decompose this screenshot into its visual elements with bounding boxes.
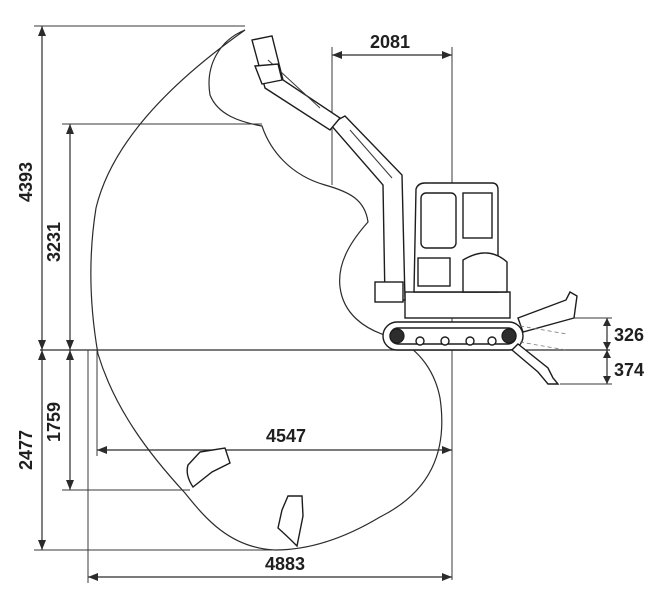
dozer-blade xyxy=(510,291,578,385)
max-dump-height-label: 3231 xyxy=(44,222,64,262)
max-dig-depth-label: 2477 xyxy=(16,430,36,470)
working-range-envelope xyxy=(90,29,443,551)
vertical-wall-depth-label: 1759 xyxy=(44,402,64,442)
blade-drop-label: 374 xyxy=(614,360,644,380)
excavator-illustration xyxy=(186,35,578,548)
bucket-top-icon xyxy=(254,63,283,85)
bucket-mid-icon xyxy=(186,447,231,489)
cab xyxy=(404,182,511,319)
blade-lift-dimension: 326 xyxy=(568,317,644,350)
dig-reach-at-ground-label: 4547 xyxy=(266,426,306,446)
blade-drop-dimension: 374 xyxy=(560,350,644,385)
tail-radius-label: 2081 xyxy=(370,32,410,52)
bucket-bottom-icon xyxy=(277,495,304,548)
track-undercarriage xyxy=(382,321,524,351)
vertical-wall-depth-dimension: 1759 xyxy=(44,350,190,491)
max-height-label: 4393 xyxy=(16,162,36,202)
dig-reach-at-ground-dimension: 4547 xyxy=(96,350,452,456)
boom xyxy=(328,115,406,303)
max-dump-height-dimension: 3231 xyxy=(44,123,262,350)
max-reach-dimension: 4883 xyxy=(87,350,452,583)
max-reach-label: 4883 xyxy=(265,554,305,574)
max-dig-depth-dimension: 2477 xyxy=(16,350,275,551)
blade-lift-label: 326 xyxy=(614,325,644,345)
max-height-dimension: 4393 xyxy=(16,25,245,350)
